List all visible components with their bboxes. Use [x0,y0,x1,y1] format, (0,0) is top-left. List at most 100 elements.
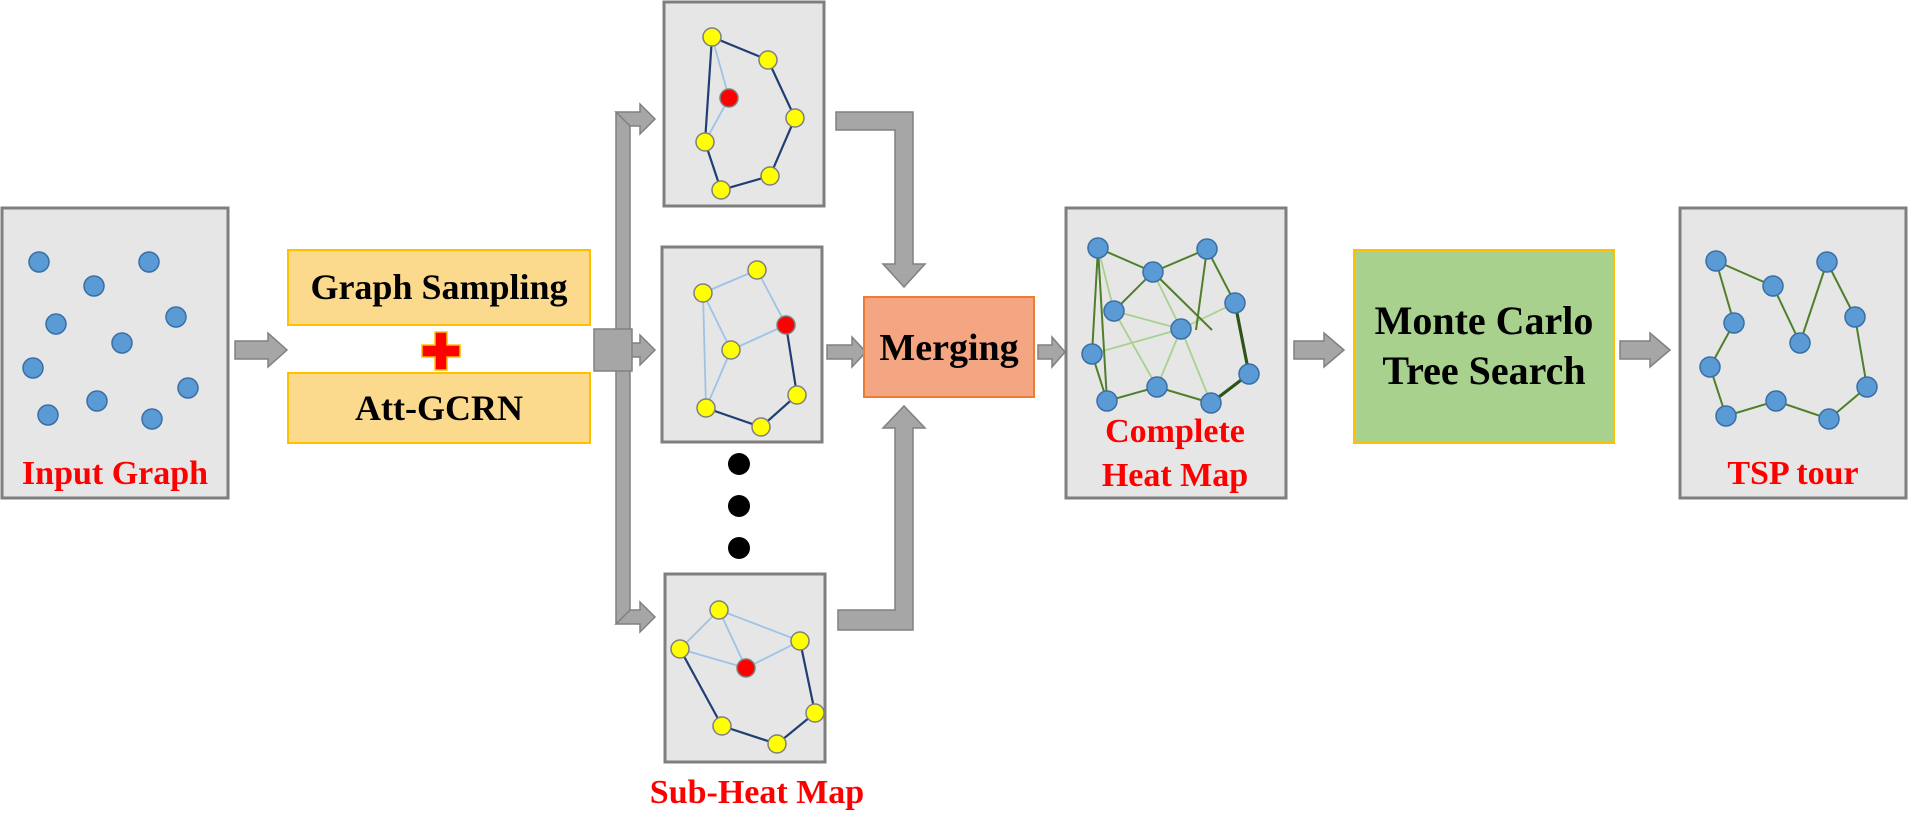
arrow-right-icon [629,333,657,367]
arrow-right-icon [1619,331,1672,369]
graph-node [696,398,716,418]
graph-node [709,600,729,620]
graph-node [790,631,810,651]
input-graph-panel: Input Graph [0,206,230,500]
merging-box [863,296,1035,398]
arrow-elbow-down-icon [835,111,927,289]
arrow-right-icon [614,600,657,634]
graph-node [758,50,778,70]
graph-node [22,357,44,379]
vertical-ellipsis-icon [728,453,750,559]
graph-node [1196,238,1218,260]
graph-node [711,180,731,200]
model-block: Graph Sampling Att-GCRN [287,249,591,444]
sub-heat-map-3 [663,572,827,764]
att-gcrn-label: Att-GCRN [355,388,523,428]
splitter-arrows [593,102,657,634]
graph-node [751,417,771,437]
graph-node [693,283,713,303]
graph-sampling-label: Graph Sampling [310,267,567,307]
graph-node [45,313,67,335]
graph-node [1200,392,1222,414]
mcts-box [1353,249,1615,444]
plus-icon [421,331,461,371]
graph-node [1087,237,1109,259]
graph-node [805,703,825,723]
graph-node [141,408,163,430]
dark-edges [705,324,799,429]
arrow-right-icon [826,335,868,369]
graph-node [37,404,59,426]
graph-node [1103,300,1125,322]
graph-sampling-box [287,249,591,326]
arrow-right-icon [1037,334,1066,370]
sub-nodes [695,27,805,200]
arrow-elbow-up-icon [837,404,927,631]
sub-heat-map-frame [662,0,826,208]
splitter-junction [593,328,633,372]
graph-node [1224,292,1246,314]
graph-node [1170,318,1192,340]
merge-arrows [826,111,927,631]
graph-node [1705,250,1727,272]
graph-node [695,132,715,152]
graph-node [670,639,690,659]
merging-label: Merging [879,327,1018,369]
complete-nodes [1081,237,1260,414]
graph-node [177,377,199,399]
mcts-label-line1: Monte Carlo [1375,298,1594,343]
input-graph-label: Input Graph [22,455,208,492]
graph-node [767,734,787,754]
arrow-right-icon [1293,331,1346,369]
graph-node [702,27,722,47]
center-node [719,88,739,108]
graph-node [1856,376,1878,398]
graph-node [138,251,160,273]
sub-nodes [670,600,825,754]
tsp-nodes [1699,250,1878,430]
graph-node [787,385,807,405]
att-gcrn-box [287,372,591,444]
graph-node [1081,343,1103,365]
graph-node [111,332,133,354]
graph-node [1096,390,1118,412]
sub-heat-map-1 [662,0,826,208]
graph-node [83,275,105,297]
light-edges [702,269,787,409]
graph-node [1818,408,1840,430]
sub-heat-map-label: Sub-Heat Map [650,774,864,811]
graph-node [760,166,780,186]
graph-node [747,260,767,280]
graph-node [1699,356,1721,378]
arrow-right-icon [614,102,657,136]
tsp-tour-panel: TSP tour [1678,206,1908,500]
complete-heat-map-label-line1: Complete [1105,413,1245,450]
graph-node [1715,405,1737,427]
graph-node [785,108,805,128]
center-node [736,658,756,678]
graph-node [1146,376,1168,398]
graph-node [165,306,187,328]
graph-node [1765,390,1787,412]
arrow-right-icon [234,331,289,369]
graph-node [1789,332,1811,354]
complete-heat-map-panel: Complete Heat Map [1064,206,1288,500]
mcts-label-line2: Tree Search [1382,348,1585,393]
input-graph-nodes [22,251,199,430]
complete-heat-map-label-line2: Heat Map [1102,457,1248,494]
center-node [776,315,796,335]
graph-node [28,251,50,273]
graph-node [1816,251,1838,273]
sub-heat-map-2 [660,245,824,444]
graph-node [712,716,732,736]
graph-node [1844,306,1866,328]
graph-node [1142,261,1164,283]
graph-node [721,340,741,360]
sub-nodes [693,260,807,437]
graph-node [1723,312,1745,334]
tsp-tour-label: TSP tour [1727,455,1858,492]
graph-node [86,390,108,412]
graph-node [1762,275,1784,297]
